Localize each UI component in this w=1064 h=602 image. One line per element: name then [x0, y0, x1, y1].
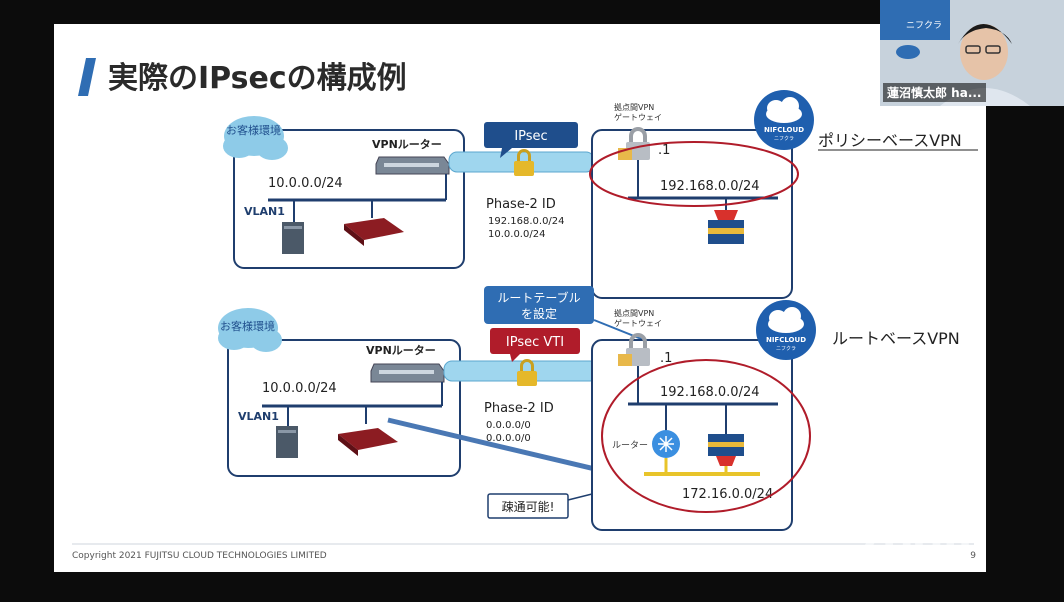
bottom-server-icon	[276, 426, 298, 458]
top-customer-cloud-icon	[223, 116, 288, 160]
svg-text:ニフクラ: ニフクラ	[774, 136, 794, 142]
bottom-router-device-icon	[338, 428, 398, 456]
bottom-lock-icon	[517, 359, 537, 386]
bottom-cloud-server-icon	[708, 434, 744, 466]
bottom-diagram: お客様環境 VPNルーター 10.0.0.0/24 VLAN1	[218, 286, 960, 531]
top-highlight-ellipse	[589, 141, 799, 207]
bottom-gateway-ip: .1	[660, 351, 672, 366]
top-vlan-label: VLAN1	[244, 205, 285, 218]
bottom-second-network: 172.16.0.0/24	[682, 487, 773, 502]
bottom-phase2-title: Phase-2 ID	[484, 401, 554, 416]
bottom-vlan-label: VLAN1	[238, 410, 279, 423]
svg-text:IPsec VTI: IPsec VTI	[506, 335, 564, 350]
bottom-cloud-router-icon	[652, 430, 680, 458]
bottom-cloud-box	[591, 339, 793, 531]
top-nifcloud-logo: NIFCLOUD ニフクラ	[754, 90, 814, 150]
bottom-gateway-lock-icon	[618, 333, 650, 366]
bottom-vpn-router-icon	[370, 363, 445, 383]
svg-text:を設定: を設定	[521, 306, 557, 321]
top-vpn-router-icon	[375, 156, 450, 175]
participant-name-label: 蓮沼慎太郎 ha...	[883, 83, 986, 102]
bottom-customer-cloud-icon	[218, 308, 282, 352]
bottom-gateway-label-2: ゲートウェイ	[614, 318, 662, 328]
svg-text:NIFCLOUD: NIFCLOUD	[764, 126, 804, 134]
top-cloud-box	[591, 129, 793, 299]
top-side-label: ポリシーベースVPN	[818, 131, 962, 150]
bottom-customer-label: お客様環境	[220, 319, 275, 333]
bottom-network-label: 10.0.0.0/24	[262, 381, 337, 396]
svg-text:IPsec: IPsec	[514, 129, 547, 144]
bottom-nifcloud-logo: NIFCLOUD ニフクラ	[756, 300, 816, 360]
svg-text:NIFCLOUD: NIFCLOUD	[766, 336, 806, 344]
top-cloud-network: 192.168.0.0/24	[660, 179, 760, 194]
svg-text:ニフクラ: ニフクラ	[776, 346, 796, 352]
top-network-label: 10.0.0.0/24	[268, 176, 343, 191]
top-customer-label: お客様環境	[226, 123, 281, 137]
top-cloud-server-icon	[708, 210, 744, 244]
top-gateway-label-1: 拠点間VPN	[614, 102, 654, 112]
bottom-cloud-network: 192.168.0.0/24	[660, 385, 760, 400]
copyright-text: Copyright 2021 FUJITSU CLOUD TECHNOLOGIE…	[72, 551, 327, 561]
top-gateway-ip: .1	[658, 143, 670, 158]
bottom-vpn-router-label: VPNルーター	[366, 344, 436, 357]
top-diagram: お客様環境 VPNルーター 10.0.0.0/24 VLAN1	[223, 90, 978, 299]
bottom-customer-box	[227, 339, 461, 477]
bottom-phase2-line1: 0.0.0.0/0	[486, 420, 531, 431]
slide-title: 実際のIPsecの構成例	[108, 61, 407, 96]
bottom-side-label: ルートベースVPN	[832, 329, 960, 348]
top-gateway-label-2: ゲートウェイ	[614, 112, 662, 122]
top-router-device-icon	[344, 218, 404, 246]
bottom-phase2-line2: 0.0.0.0/0	[486, 433, 531, 444]
page-number: 9	[970, 551, 976, 561]
bottom-ipsec-vti-badge: IPsec VTI	[490, 328, 580, 362]
svg-text:疎通可能!: 疎通可能!	[502, 500, 555, 514]
top-phase2-title: Phase-2 ID	[486, 197, 556, 212]
connectivity-callout: 疎通可能!	[487, 493, 593, 519]
top-phase2-line1: 192.168.0.0/24	[488, 216, 565, 227]
bottom-highlight-ellipse	[601, 359, 811, 513]
top-phase2-line2: 10.0.0.0/24	[488, 229, 545, 240]
top-server-icon	[282, 222, 304, 254]
presentation-slide: 実際のIPsecの構成例 お客様環境 VPNルーター 10.0.0.0/24 V…	[54, 24, 986, 572]
title-accent-bar	[78, 58, 96, 96]
svg-text:ルートテーブル: ルートテーブル	[497, 290, 580, 305]
top-vpn-router-label: VPNルーター	[372, 138, 442, 151]
bottom-router-label: ルーター	[612, 440, 648, 451]
bottom-gateway-label-1: 拠点間VPN	[614, 308, 654, 318]
top-ipsec-badge: IPsec	[484, 122, 578, 158]
zoom-watermark: zoom	[858, 516, 988, 565]
webcam-banner-text: ニフクラ	[906, 20, 942, 31]
top-lock-icon	[514, 149, 534, 176]
route-table-callout: ルートテーブル を設定	[484, 286, 645, 341]
